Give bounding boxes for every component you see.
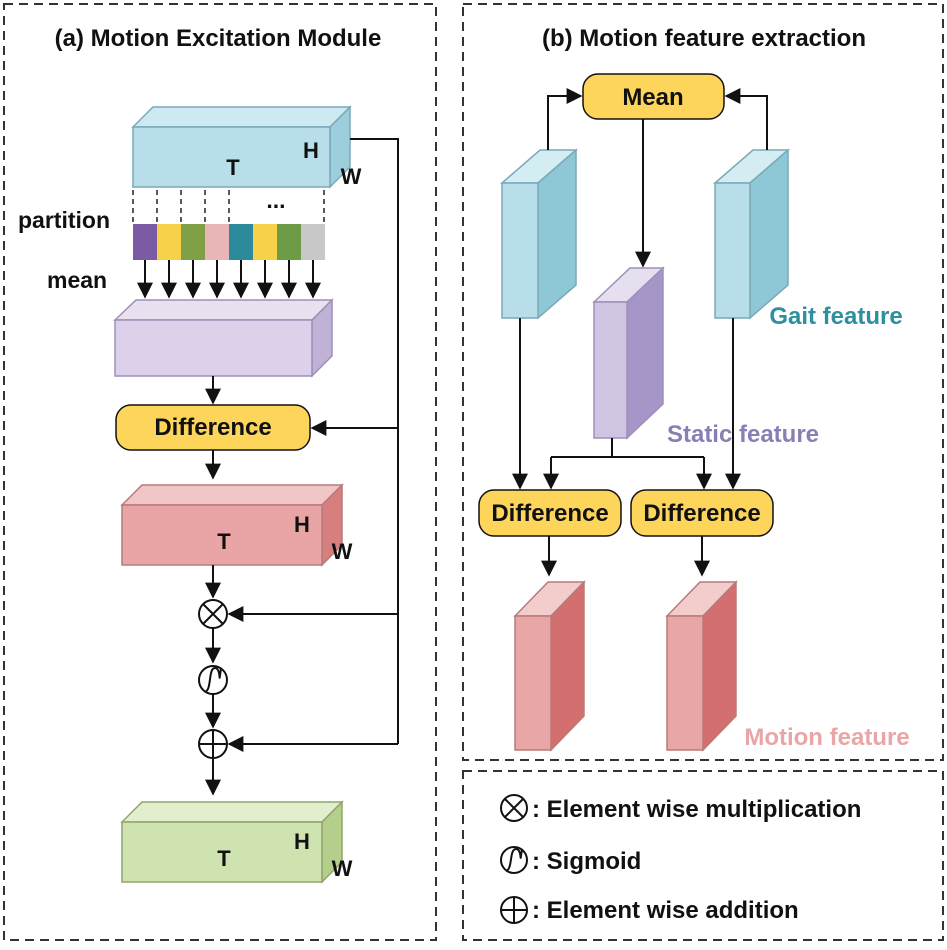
mean-label: mean <box>47 267 107 293</box>
gait-feature-label: Gait feature <box>769 303 902 330</box>
mean-cube <box>113 298 334 378</box>
output-cube: T H W <box>120 800 353 884</box>
partition-strip-4 <box>205 224 229 260</box>
output-cube-t: T <box>217 846 231 871</box>
static-split-arrows <box>543 438 712 490</box>
partition-guides <box>132 190 325 222</box>
output-cube-w: W <box>332 856 353 881</box>
skip-connection <box>227 138 399 752</box>
input-cube-t: T <box>226 155 240 180</box>
legend-sigmoid-text: : Sigmoid <box>532 848 641 875</box>
difference-a-label: Difference <box>154 414 271 441</box>
panel-b-frame <box>462 3 944 761</box>
motion-feature-prism-right <box>665 580 738 752</box>
difference-right-label: Difference <box>643 500 760 527</box>
input-cube: T H W <box>131 105 362 189</box>
gait-feature-prism-right <box>712 148 791 320</box>
difference-left-label: Difference <box>491 500 608 527</box>
static-feature-label: Static feature <box>667 421 819 448</box>
partition-strips <box>133 224 325 260</box>
partition-strip-8 <box>301 224 325 260</box>
mean-box <box>582 73 725 120</box>
sigmoid-operator-icon <box>198 665 228 695</box>
panel-b-title: (b) Motion feature extraction <box>542 25 866 52</box>
partition-ellipsis: ... <box>266 187 285 213</box>
legend-sigmoid-icon <box>500 846 528 874</box>
gait-to-mean-arrows <box>547 88 768 150</box>
input-cube-h: H <box>303 138 319 163</box>
partition-strip-7 <box>277 224 301 260</box>
static-feature-prism <box>592 266 665 440</box>
add-operator-icon <box>198 729 228 759</box>
multiply-operator-icon <box>198 599 228 629</box>
partition-strip-5 <box>229 224 253 260</box>
excitation-cube-h: H <box>294 512 310 537</box>
motion-feature-label: Motion feature <box>744 724 909 751</box>
input-cube-w: W <box>341 164 362 189</box>
legend-multiply-icon <box>500 794 528 822</box>
legend-add-icon <box>500 896 528 924</box>
excitation-cube-t: T <box>217 529 231 554</box>
legend-multiply-text: : Element wise multiplication <box>532 796 861 823</box>
partition-label: partition <box>18 207 110 233</box>
excitation-cube-w: W <box>332 539 353 564</box>
excitation-cube: T H W <box>120 483 353 567</box>
motion-feature-prism-left <box>513 580 586 752</box>
panel-a-title: (a) Motion Excitation Module <box>55 25 382 52</box>
partition-strip-2 <box>157 224 181 260</box>
mean-box-label: Mean <box>622 84 683 111</box>
legend-add-text: : Element wise addition <box>532 897 799 924</box>
output-cube-h: H <box>294 829 310 854</box>
gait-feature-prism-left <box>499 148 579 320</box>
partition-strip-1 <box>133 224 157 260</box>
partition-strip-3 <box>181 224 205 260</box>
panel-a-frame <box>3 3 437 941</box>
mean-arrows <box>137 260 321 299</box>
partition-strip-6 <box>253 224 277 260</box>
legend-frame <box>462 770 944 941</box>
